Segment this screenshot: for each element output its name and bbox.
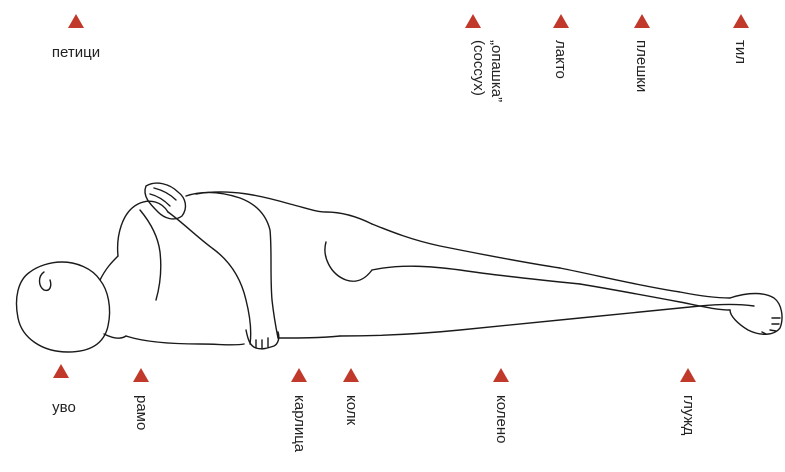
- label-ramo: рамо: [133, 395, 150, 430]
- label-koleno: колено: [493, 395, 510, 443]
- figure-buttocks: [372, 224, 560, 268]
- marker-ramo: [133, 368, 149, 382]
- figure-foot: [730, 294, 782, 335]
- figure-forearm: [186, 192, 278, 338]
- label-til: тил: [732, 40, 749, 64]
- label-pleshki: плешки: [633, 40, 650, 92]
- label-peticy: петици: [52, 44, 100, 61]
- figure-shoulder-inner: [140, 210, 161, 300]
- figure-belly: [278, 336, 340, 338]
- marker-pleshki: [634, 14, 650, 28]
- figure-head: [17, 262, 110, 352]
- marker-karlica: [291, 368, 307, 382]
- label-lakto: лакто: [552, 40, 569, 79]
- marker-kolk: [343, 368, 359, 382]
- figure-knee: [560, 268, 730, 298]
- figure-shoulder: [118, 201, 168, 256]
- marker-uvo: [53, 364, 69, 378]
- figure-upper-arm: [168, 212, 251, 344]
- figure-fingers-head: [150, 188, 176, 206]
- label-coccyx-line2: (coccyx): [470, 40, 487, 96]
- label-gluzhd: глужд: [680, 395, 697, 436]
- figure-thigh-top: [372, 266, 580, 284]
- figure-back: [196, 192, 372, 224]
- marker-coccyx: [465, 14, 481, 28]
- figure-ear: [40, 272, 51, 290]
- lying-figure: [17, 183, 783, 352]
- marker-peticy: [68, 14, 84, 28]
- figure-fingers-hip: [256, 338, 268, 349]
- marker-koleno: [493, 368, 509, 382]
- label-uvo: уво: [52, 399, 76, 416]
- label-karlica: карлица: [291, 395, 308, 453]
- figure-neck: [100, 256, 126, 338]
- marker-lakto: [553, 14, 569, 28]
- marker-til: [733, 14, 749, 28]
- figure-leg-front: [340, 305, 754, 337]
- marker-gluzhd: [680, 368, 696, 382]
- label-kolk: колк: [343, 395, 360, 425]
- label-coccyx-line1: „опашка”: [488, 40, 505, 102]
- figure-chest: [126, 336, 244, 345]
- figure-hip-crease: [325, 242, 372, 281]
